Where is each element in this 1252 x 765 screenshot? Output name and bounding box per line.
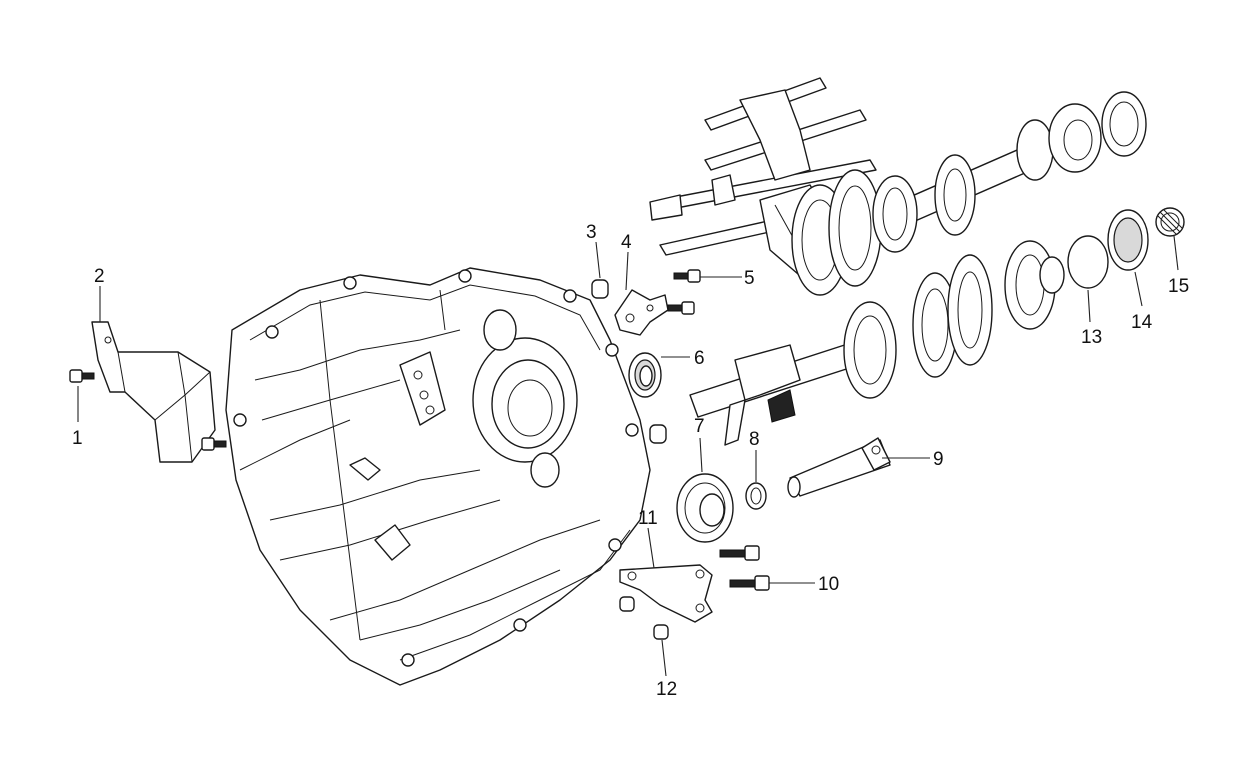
callout-7: 7 <box>694 416 705 437</box>
part-7-gear <box>676 473 734 543</box>
countershaft-gear-cluster <box>689 240 1065 446</box>
clutch-housing <box>225 267 651 686</box>
callout-3: 3 <box>586 222 597 243</box>
part-3-dowel <box>591 279 667 444</box>
part-5-bolts <box>667 269 701 315</box>
callout-12: 12 <box>656 679 677 700</box>
shift-rail-assembly <box>649 77 877 281</box>
leader-lines <box>77 235 1179 677</box>
callout-1: 1 <box>72 428 83 449</box>
callout-10: 10 <box>818 574 839 595</box>
part-8-washer <box>745 482 767 510</box>
callout-4: 4 <box>621 232 632 253</box>
part-9-shaft <box>787 437 891 498</box>
callout-6: 6 <box>694 348 705 369</box>
part-1-bolt <box>69 369 95 383</box>
part-10-bolts <box>719 545 770 591</box>
callout-14: 14 <box>1131 312 1153 333</box>
part-6-oil-seal <box>628 352 662 398</box>
callout-8: 8 <box>749 429 760 450</box>
part-2-bracket <box>91 321 227 463</box>
callout-2: 2 <box>94 266 105 287</box>
part-12-dowels <box>619 596 669 640</box>
callout-9: 9 <box>933 449 944 470</box>
part-13-snap-ring <box>1067 235 1109 289</box>
callout-labels: 1 2 3 4 5 6 7 8 9 10 11 12 13 14 15 <box>72 222 1189 700</box>
part-4-lever-bracket <box>614 289 669 336</box>
part-11-bracket <box>619 564 713 623</box>
part-14-synchro-ring <box>1107 209 1149 271</box>
callout-15: 15 <box>1168 276 1189 297</box>
callout-11: 11 <box>638 508 658 529</box>
callout-13: 13 <box>1081 327 1102 348</box>
input-shaft-gear-cluster <box>791 91 1147 296</box>
callout-5: 5 <box>744 268 755 289</box>
part-15-needle-bearing <box>1155 207 1185 237</box>
